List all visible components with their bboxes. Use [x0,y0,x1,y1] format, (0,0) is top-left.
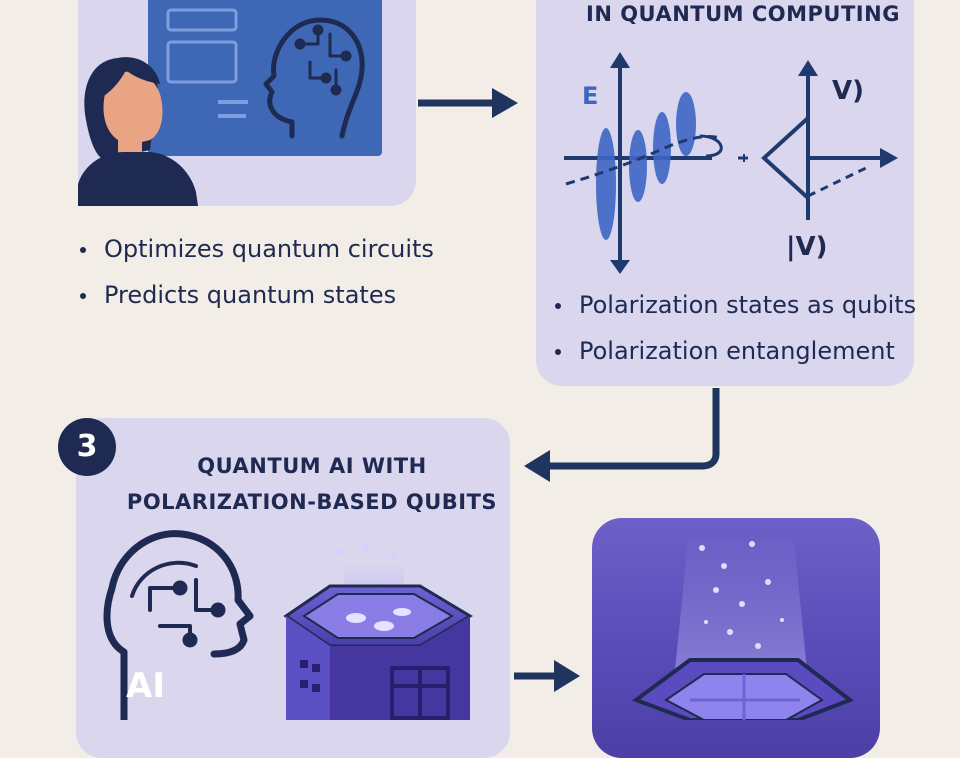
arrow-right-icon [418,88,518,118]
bullet-polarization-entanglement: Polarization entanglement [553,328,916,374]
step-number-badge: 3 [58,418,116,476]
wave-diagram [564,52,748,274]
person-illustration [78,57,198,206]
left-bullet-list: Optimizes quantum circuits Predicts quan… [78,226,434,318]
polarization-diagram [761,60,898,220]
illustration-layer [78,8,898,720]
ket-bottom-label: |V) [786,232,828,262]
quantum-chip-icon [283,525,473,720]
glowing-chip-icon [631,540,855,720]
energy-label: E [582,82,599,110]
quantum-ai-heading: QUANTUM AI WITH POLARIZATION-BASED QUBIT… [108,448,516,520]
right-bullet-list: Polarization states as qubits Polarizati… [553,282,916,374]
ket-top-label: V) [832,76,865,106]
head-circuit-icon [263,17,365,139]
arrow-right-icon [514,660,580,692]
screen-ui [166,8,248,118]
quantum-ai-heading-line2: POLARIZATION-BASED QUBITS [126,490,498,514]
bullet-polarization-states: Polarization states as qubits [553,282,916,328]
ai-label: AI [126,666,165,706]
bullet-optimizes: Optimizes quantum circuits [78,226,434,272]
polarization-heading: IN QUANTUM COMPUTING [586,2,900,26]
arrow-elbow-icon [524,388,720,482]
ai-head-icon [103,530,254,720]
bullet-predicts: Predicts quantum states [78,272,434,318]
quantum-ai-heading-line1: QUANTUM AI WITH [197,454,427,478]
